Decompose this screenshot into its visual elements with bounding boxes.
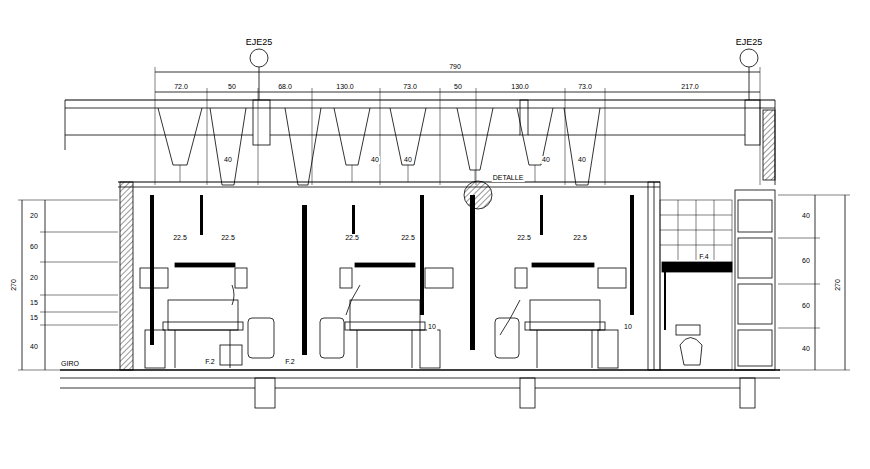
fixture-label: 22.5 [572, 234, 588, 242]
dimension-label: 15 [29, 314, 39, 322]
dimension-label: 270 [10, 278, 18, 292]
fixture-label: 22.5 [220, 234, 236, 242]
dimension-label: 73.0 [402, 83, 418, 91]
dimension-label: 20 [29, 274, 39, 282]
callout-number: 10 [623, 323, 633, 331]
dimension-label: 20 [29, 212, 39, 220]
dimension-label: 73.0 [577, 83, 593, 91]
finish-label: F.2 [284, 358, 295, 366]
dimension-label: 15 [29, 299, 39, 307]
dimension-label: 40 [541, 156, 551, 164]
dimension-label: 130.0 [335, 83, 355, 91]
dimension-label: 40 [577, 156, 587, 164]
fixture-label: 22.5 [172, 234, 188, 242]
dimension-label: 68.0 [277, 83, 293, 91]
dimension-label: 790 [448, 63, 462, 71]
level-label: GIRO [60, 360, 80, 368]
dimension-label: 50 [227, 83, 237, 91]
dimension-label: 60 [801, 257, 811, 265]
axis-label: EJE25 [245, 37, 274, 47]
dimension-label: 40 [403, 156, 413, 164]
finish-label: F.2 [204, 358, 215, 366]
dimension-label: 270 [834, 278, 842, 292]
dimension-label: 40 [370, 156, 380, 164]
fixture-label: 22.5 [516, 234, 532, 242]
dimension-label: 40 [29, 343, 39, 351]
dimension-label: 130.0 [510, 83, 530, 91]
finish-label: F.4 [698, 253, 709, 261]
dimension-label: 72.0 [173, 83, 189, 91]
fixture-label: 22.5 [400, 234, 416, 242]
dimension-label: 50 [453, 83, 463, 91]
dimension-label: 40 [801, 212, 811, 220]
dimension-label: 40 [801, 345, 811, 353]
dimension-label: 60 [801, 302, 811, 310]
dimension-label: 60 [29, 243, 39, 251]
detail-callout: DETALLE [492, 174, 525, 182]
axis-label: EJE25 [735, 37, 764, 47]
fixture-label: 22.5 [344, 234, 360, 242]
callout-number: 10 [427, 323, 437, 331]
dimension-label: 217.0 [680, 83, 700, 91]
dimension-label: 40 [223, 156, 233, 164]
